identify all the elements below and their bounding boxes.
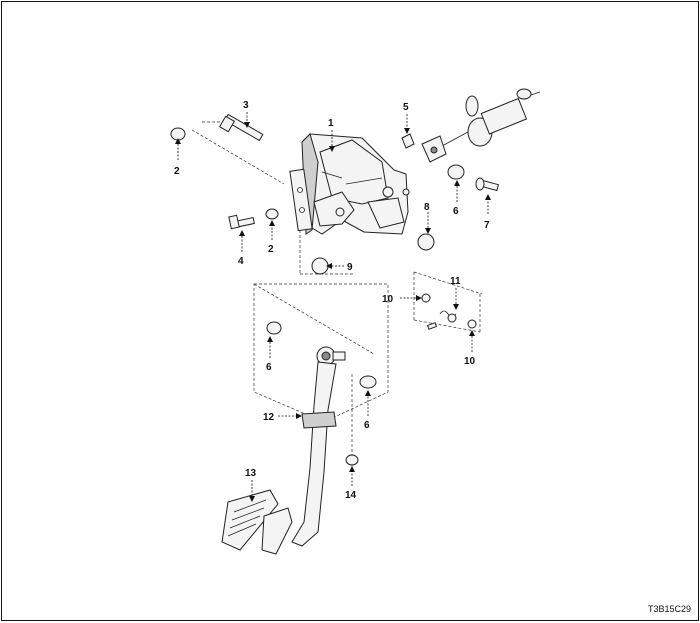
callout-6: 6 <box>453 206 459 217</box>
callout-9: 9 <box>347 262 353 273</box>
callout-6: 6 <box>266 362 272 373</box>
callout-12: 12 <box>263 412 275 423</box>
callout-6: 6 <box>364 420 370 431</box>
pedal-bracket <box>289 133 410 235</box>
callout-5: 5 <box>403 102 409 113</box>
callout-14: 14 <box>345 490 357 501</box>
callout-8: 8 <box>424 202 430 213</box>
callout-7: 7 <box>484 220 490 231</box>
drawing-code: T3B15C29 <box>648 604 691 614</box>
assembly-guide-lines <box>191 121 483 472</box>
callout-10: 10 <box>382 294 394 305</box>
callout-4: 4 <box>238 256 244 267</box>
master-cylinder <box>421 88 541 163</box>
callout-11: 11 <box>450 276 461 287</box>
callout-3: 3 <box>243 100 249 111</box>
callout-1: 1 <box>328 118 334 129</box>
callout-2: 2 <box>268 244 274 255</box>
leader-arrows <box>175 112 491 502</box>
callout-2: 2 <box>174 166 180 177</box>
callout-13: 13 <box>245 468 257 479</box>
callout-labels: 1 2 2 3 4 5 6 6 6 7 8 9 10 10 11 12 13 1… <box>174 100 490 501</box>
clutch-pedal <box>221 346 346 555</box>
callout-10: 10 <box>464 356 476 367</box>
fasteners <box>170 113 500 466</box>
